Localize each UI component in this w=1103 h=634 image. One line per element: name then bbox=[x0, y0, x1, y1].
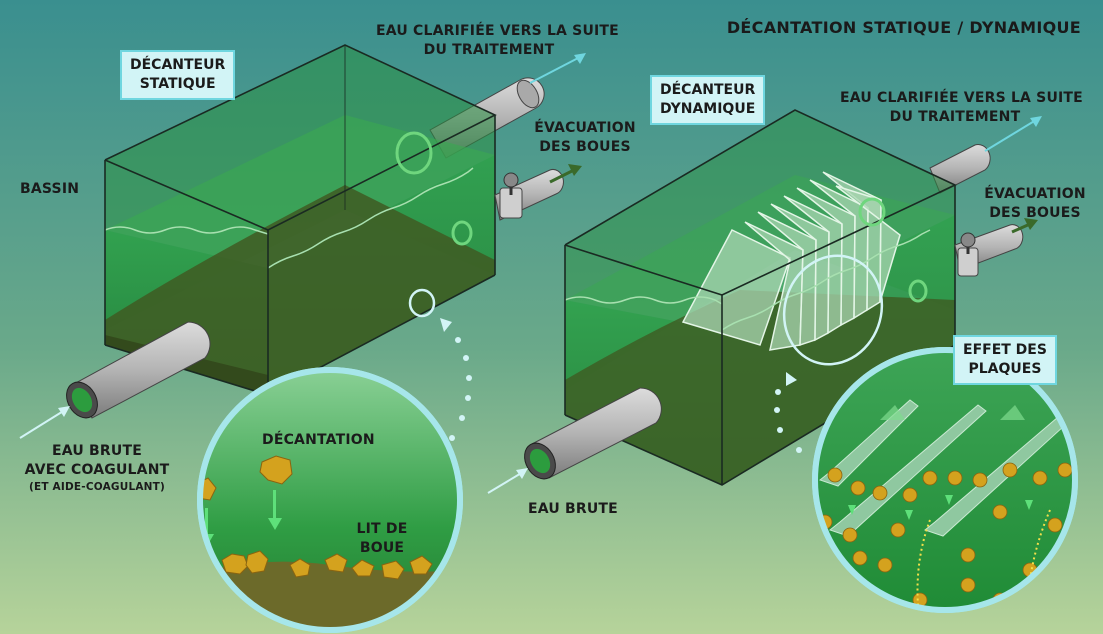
dynamic-sludge-line1: ÉVACUATION bbox=[984, 186, 1086, 202]
static-outlet-line1: EAU CLARIFIÉE VERS LA SUITE bbox=[376, 23, 619, 39]
dynamic-sludge-label: ÉVACUATION DES BOUES bbox=[980, 185, 1090, 223]
static-settler-line1: DÉCANTEUR bbox=[130, 57, 226, 73]
static-settler-label: DÉCANTEUR STATIQUE bbox=[120, 50, 236, 100]
static-sludge-line1: ÉVACUATION bbox=[534, 120, 636, 136]
static-outlet-line2: DU TRAITEMENT bbox=[423, 42, 555, 58]
plates-effect-line2: PLAQUES bbox=[968, 361, 1042, 377]
dynamic-outlet-label: EAU CLARIFIÉE VERS LA SUITE DU TRAITEMEN… bbox=[840, 89, 1083, 127]
dynamic-settler-line1: DÉCANTEUR bbox=[660, 82, 756, 98]
dynamic-outlet-line2: DU TRAITEMENT bbox=[889, 109, 1021, 125]
static-sludge-line2: DES BOUES bbox=[539, 139, 631, 155]
zoom-sludge-bed-line1: LIT DE bbox=[356, 521, 408, 537]
static-inlet-label: EAU BRUTE AVEC COAGULANT (ET AIDE-COAGUL… bbox=[22, 442, 172, 494]
static-inlet-line2: AVEC COAGULANT bbox=[24, 462, 170, 478]
zoom-dynamic bbox=[812, 347, 1078, 613]
zoom-sludge-bed-label: LIT DE BOUE bbox=[352, 520, 412, 558]
page-title: DÉCANTATION STATIQUE / DYNAMIQUE bbox=[726, 18, 1081, 37]
dynamic-tank bbox=[524, 109, 1024, 486]
zoom-settling-label: DÉCANTATION bbox=[262, 432, 375, 448]
zoom-static bbox=[197, 367, 463, 633]
plates-effect-line1: EFFET DES bbox=[963, 342, 1047, 358]
flow-arrows bbox=[19, 53, 1042, 494]
dynamic-settler-label: DÉCANTEUR DYNAMIQUE bbox=[650, 75, 766, 125]
static-tank bbox=[66, 44, 564, 419]
basin-label: BASSIN bbox=[20, 181, 80, 197]
static-sludge-label: ÉVACUATION DES BOUES bbox=[530, 119, 640, 157]
plates-effect-label: EFFET DES PLAQUES bbox=[953, 335, 1057, 385]
static-outlet-label: EAU CLARIFIÉE VERS LA SUITE DU TRAITEMEN… bbox=[376, 22, 619, 60]
static-inlet-line1: EAU BRUTE bbox=[52, 443, 142, 459]
dynamic-sludge-line2: DES BOUES bbox=[989, 205, 1081, 221]
dynamic-inlet-label: EAU BRUTE bbox=[528, 501, 618, 517]
static-settler-line2: STATIQUE bbox=[139, 76, 216, 92]
dynamic-outlet-line1: EAU CLARIFIÉE VERS LA SUITE bbox=[840, 90, 1083, 106]
dynamic-settler-line2: DYNAMIQUE bbox=[660, 101, 756, 117]
static-inlet-line3: (ET AIDE-COAGULANT) bbox=[28, 481, 166, 493]
zoom-sludge-bed-line2: BOUE bbox=[359, 540, 405, 556]
